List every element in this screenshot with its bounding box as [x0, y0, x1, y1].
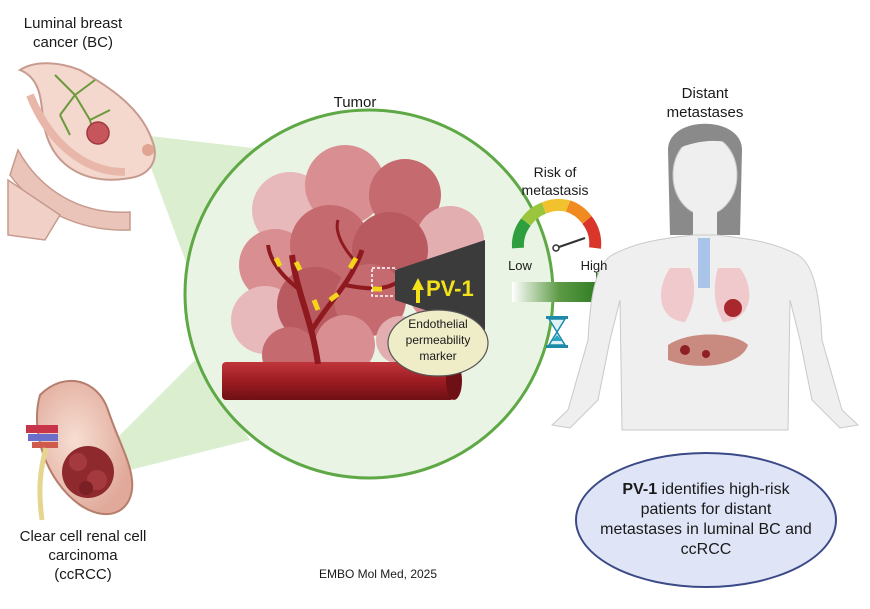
endothelial-marker-label: Endothelial permeability marker	[405, 317, 471, 363]
pv1-label: PV-1	[426, 276, 474, 301]
pv1-callout	[395, 240, 485, 330]
breast-illustration	[7, 62, 156, 241]
tumor-label: Tumor	[333, 94, 377, 111]
risk-of-metastasis-label: Risk of metastasis	[521, 164, 589, 198]
distant-metastases-label: Distant metastases	[666, 85, 744, 121]
summary-bold: PV-1	[622, 481, 658, 498]
patient-figure	[550, 123, 860, 431]
summary-text: identifies high-risk patients for distan…	[600, 481, 812, 558]
summary-ellipse: PV-1 identifies high-risk patients for d…	[575, 452, 837, 588]
hourglass-icon	[546, 316, 568, 348]
gauge-low-label: Low	[508, 258, 532, 273]
ccrcc-label: Clear cell renal cell carcinoma (ccRCC)	[19, 528, 147, 583]
gauge-high-label: High	[580, 258, 608, 273]
kidney-illustration	[26, 379, 134, 521]
gauge-needle	[555, 236, 586, 250]
breast-cancer-label: Luminal breast cancer (BC)	[23, 15, 123, 51]
citation-label: EMBO Mol Med, 2025	[318, 567, 438, 581]
breast-zoom-cone	[98, 130, 270, 300]
endothelial-marker-bubble	[387, 309, 489, 377]
risk-gauge	[511, 198, 602, 252]
